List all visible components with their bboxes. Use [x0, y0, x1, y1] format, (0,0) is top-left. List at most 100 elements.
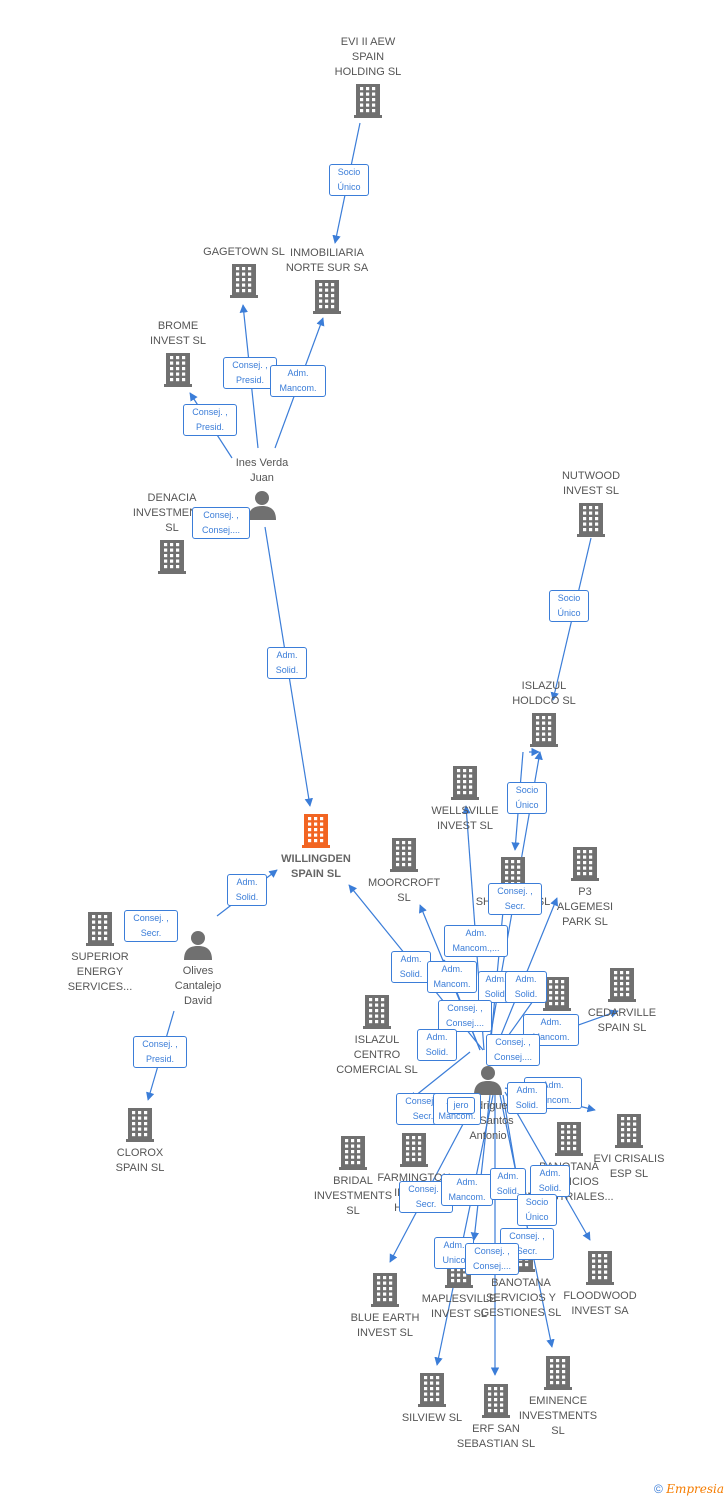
relation-badge-r13[interactable]: Adm. Solid.: [391, 951, 431, 983]
node-label: BANOTANA SERVICIOS Y GESTIONES SL: [480, 1277, 562, 1319]
empresia-logo[interactable]: Empresia: [666, 1482, 724, 1496]
relation-badge-r4[interactable]: Consej. , Presid.: [183, 404, 237, 436]
relation-badge-r20[interactable]: Consej. , Consej....: [486, 1034, 540, 1066]
building-icon: [503, 1356, 613, 1390]
node-ines[interactable]: Ines Verda Juan: [207, 456, 317, 520]
relation-badge-r21[interactable]: Consej. , Presid.: [133, 1036, 187, 1068]
node-floodwood[interactable]: FLOODWOOD INVEST SA: [545, 1251, 655, 1319]
node-p3[interactable]: P3 ALGEMESI PARK SL: [530, 847, 640, 930]
node-label: SUPERIOR ENERGY SERVICES...: [67, 951, 133, 993]
relation-badge-r7[interactable]: Socio Único: [549, 590, 589, 622]
building-icon: [567, 968, 677, 1002]
building-icon: [85, 1108, 195, 1142]
node-eminence[interactable]: EMINENCE INVESTMENTS SL: [503, 1356, 613, 1439]
node-islazulholdco[interactable]: ISLAZUL HOLDCO SL: [489, 679, 599, 747]
relation-badge-r17[interactable]: Consej. , Consej....: [438, 1000, 492, 1032]
node-label: SILVIEW SL: [401, 1412, 463, 1424]
person-icon: [207, 490, 317, 520]
building-icon: [298, 1136, 408, 1170]
building-icon: [349, 838, 459, 872]
node-label: INMOBILIARIA NORTE SUR SA: [285, 247, 369, 274]
relation-badge-r28[interactable]: Adm. Solid.: [530, 1165, 570, 1197]
building-icon: [377, 1373, 487, 1407]
building-icon: [545, 1251, 655, 1285]
building-icon: [514, 1122, 624, 1156]
node-label: P3 ALGEMESI PARK SL: [556, 886, 614, 928]
building-icon: [313, 84, 423, 118]
node-superior[interactable]: SUPERIOR ENERGY SERVICES...: [45, 912, 155, 995]
node-label: CEDARVILLE SPAIN SL: [587, 1007, 657, 1034]
node-label: NUTWOOD INVEST SL: [561, 470, 621, 497]
node-silview[interactable]: SILVIEW SL: [377, 1373, 487, 1426]
relation-badge-r24[interactable]: Adm. Solid.: [507, 1082, 547, 1114]
node-label: ERF SAN SEBASTIAN SL: [456, 1423, 536, 1450]
node-inmobiliaria[interactable]: INMOBILIARIA NORTE SUR SA: [272, 246, 382, 314]
relation-badge-r32[interactable]: Consej. , Consej....: [465, 1243, 519, 1275]
building-icon: [322, 995, 432, 1029]
relation-badge-r26[interactable]: Adm. Mancom.: [441, 1174, 493, 1206]
node-cedarville[interactable]: CEDARVILLE SPAIN SL: [567, 968, 677, 1036]
relation-badge-r1[interactable]: Socio Único: [329, 164, 369, 196]
node-evi[interactable]: EVI II AEW SPAIN HOLDING SL: [313, 35, 423, 118]
relation-badge-r14[interactable]: Adm. Mancom.: [427, 961, 477, 993]
building-icon: [410, 766, 520, 800]
relation-badge-r19[interactable]: Adm. Solid.: [417, 1029, 457, 1061]
node-wellsville[interactable]: WELLSVILLE INVEST SL: [410, 766, 520, 834]
node-label: GAGETOWN SL: [203, 246, 285, 258]
node-label: ISLAZUL CENTRO COMERCIAL SL: [336, 1034, 418, 1076]
building-icon: [189, 264, 299, 298]
node-label: Ines Verda Juan: [235, 457, 289, 484]
node-islazulcentro[interactable]: ISLAZUL CENTRO COMERCIAL SL: [322, 995, 432, 1078]
building-icon: [574, 1114, 684, 1148]
relation-badge-r6[interactable]: Adm. Solid.: [267, 647, 307, 679]
node-label: MOORCROFT SL: [367, 877, 441, 904]
relation-badge-r2[interactable]: Consej. , Presid.: [223, 357, 277, 389]
building-icon: [123, 353, 233, 387]
node-gagetown[interactable]: GAGETOWN SL: [189, 245, 299, 298]
node-label: DENACIA INVESTMENTS SL: [132, 492, 212, 534]
relation-badge-r11[interactable]: Consej. , Secr.: [488, 883, 542, 915]
node-nutwood[interactable]: NUTWOOD INVEST SL: [536, 469, 646, 537]
node-label: Olives Cantalejo David: [174, 965, 222, 1007]
node-label: BRIDAL INVESTMENTS SL: [313, 1175, 393, 1217]
node-label: EVI CRISALIS ESP SL: [593, 1153, 665, 1180]
relation-badge-r25[interactable]: Consej. , Secr.: [399, 1181, 453, 1213]
building-icon: [330, 1273, 440, 1307]
building-icon: [261, 814, 371, 848]
relation-badge-r16[interactable]: Adm. Solid.: [505, 971, 547, 1003]
building-icon: [359, 1133, 469, 1167]
node-brome[interactable]: BROME INVEST SL: [123, 319, 233, 387]
relation-badge-r5[interactable]: Consej. , Consej....: [192, 507, 250, 539]
building-icon: [530, 847, 640, 881]
building-icon: [536, 503, 646, 537]
relation-badge-r35[interactable]: jero: [447, 1097, 475, 1114]
node-label: CLOROX SPAIN SL: [115, 1147, 165, 1174]
node-label: WILLINGDEN SPAIN SL: [281, 853, 351, 880]
edge-line-19: [409, 1051, 471, 1101]
node-moorcroft[interactable]: MOORCROFT SL: [349, 838, 459, 906]
node-bridal[interactable]: BRIDAL INVESTMENTS SL: [298, 1136, 408, 1219]
copyright-symbol: ©: [654, 1482, 663, 1496]
relation-badge-r3[interactable]: Adm. Mancom.: [270, 365, 326, 397]
building-icon: [489, 713, 599, 747]
node-willingden[interactable]: WILLINGDEN SPAIN SL: [261, 814, 371, 882]
node-olives[interactable]: Olives Cantalejo David: [143, 930, 253, 1009]
relation-badge-r12[interactable]: Adm. Mancom.,...: [444, 925, 508, 957]
node-blueearth[interactable]: BLUE EARTH INVEST SL: [330, 1273, 440, 1341]
node-erf[interactable]: ERF SAN SEBASTIAN SL: [441, 1384, 551, 1452]
relation-badge-r8[interactable]: Socio Único: [507, 782, 547, 814]
node-clorox[interactable]: CLOROX SPAIN SL: [85, 1108, 195, 1176]
node-label: FLOODWOOD INVEST SA: [563, 1290, 637, 1317]
node-label: MAPLESVILLE INVEST SL: [421, 1293, 497, 1320]
relation-badge-r9[interactable]: Adm. Solid.: [227, 874, 267, 906]
node-label: EMINENCE INVESTMENTS SL: [518, 1395, 598, 1437]
node-evicrisalis[interactable]: EVI CRISALIS ESP SL: [574, 1114, 684, 1182]
node-label: BROME INVEST SL: [149, 320, 207, 347]
node-label: BLUE EARTH INVEST SL: [350, 1312, 420, 1339]
edge-line-22: [434, 1094, 494, 1366]
footer-brand: © Empresia: [654, 1482, 724, 1496]
relation-badge-r10[interactable]: Consej. , Secr.: [124, 910, 178, 942]
node-denacia[interactable]: DENACIA INVESTMENTS SL: [117, 491, 227, 574]
relation-badge-r29[interactable]: Socio Único: [517, 1194, 557, 1226]
building-icon: [117, 540, 227, 574]
